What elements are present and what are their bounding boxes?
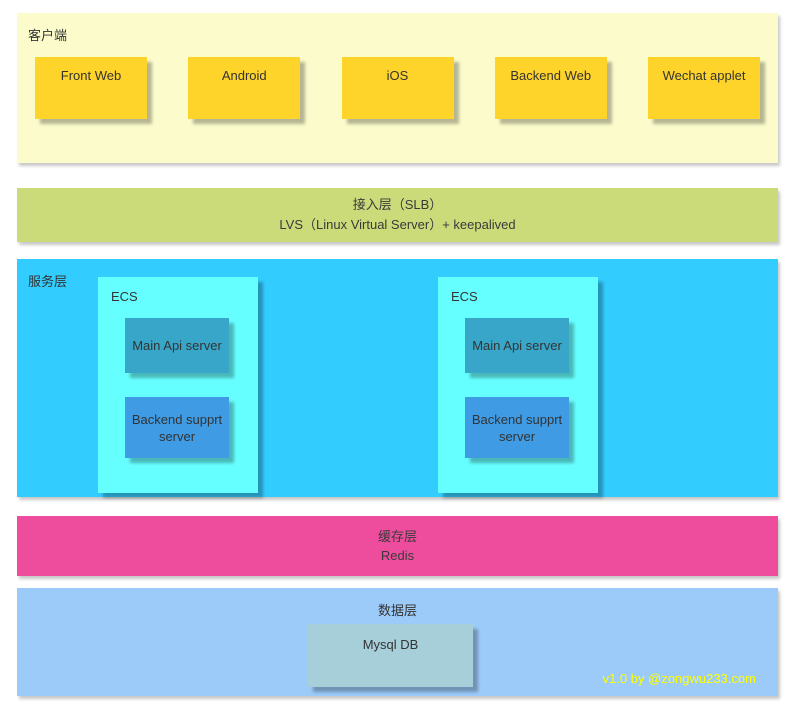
ecs-group-1: ECS Main Api server Backend supprt serve… — [98, 277, 258, 493]
mysql-db-box: Mysql DB — [308, 624, 473, 687]
cache-layer-title: 缓存层 — [377, 529, 417, 544]
client-layer-band: 客户端 Front Web Android iOS Backend Web We… — [17, 13, 778, 163]
client-box-wechat-applet: Wechat applet — [648, 57, 760, 119]
service-layer-label: 服务层 — [28, 274, 68, 289]
client-boxes-row: Front Web Android iOS Backend Web Wechat… — [17, 57, 778, 119]
cache-layer-subtitle: Redis — [380, 548, 415, 563]
ecs-group-2: ECS Main Api server Backend supprt serve… — [438, 277, 598, 493]
access-layer-title: 接入层（SLB） — [352, 197, 443, 212]
ecs-2-backend-support-server-box: Backend supprt server — [465, 397, 569, 458]
client-box-backend-web: Backend Web — [494, 57, 607, 119]
data-layer-band: 数据层 Mysql DB v1.0 by @zongwu233.com — [17, 588, 778, 696]
client-box-ios: iOS — [341, 57, 454, 119]
client-layer-label: 客户端 — [28, 28, 68, 43]
data-layer-label: 数据层 — [377, 603, 417, 618]
ecs-group-2-label: ECS — [451, 289, 478, 304]
credit-text: v1.0 by @zongwu233.com — [602, 671, 756, 686]
ecs-2-main-api-server-box: Main Api server — [465, 318, 569, 373]
access-layer-subtitle: LVS（Linux Virtual Server）+ keepalived — [279, 217, 516, 232]
client-box-front-web: Front Web — [35, 57, 147, 119]
ecs-1-backend-support-server-box: Backend supprt server — [125, 397, 229, 458]
ecs-1-main-api-server-box: Main Api server — [125, 318, 229, 373]
access-layer-band: 接入层（SLB） LVS（Linux Virtual Server）+ keep… — [17, 188, 778, 242]
client-box-android: Android — [188, 57, 301, 119]
cache-layer-band: 缓存层 Redis — [17, 516, 778, 576]
service-layer-band: 服务层 ECS Main Api server Backend supprt s… — [17, 259, 778, 497]
ecs-group-1-label: ECS — [111, 289, 138, 304]
